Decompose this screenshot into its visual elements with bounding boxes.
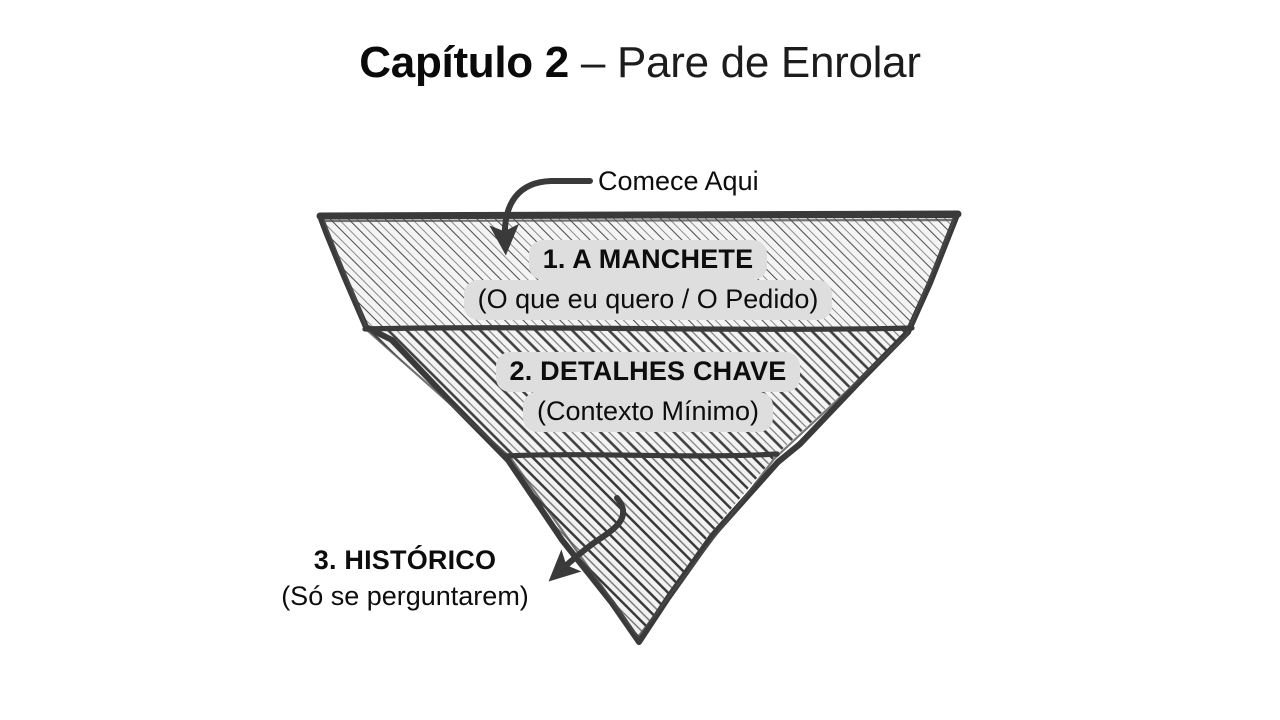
- start-here-label: Comece Aqui: [598, 166, 759, 196]
- page-title-bold: Capítulo 2: [359, 38, 569, 87]
- funnel-segment-2-title: 2. DETALHES CHAVE: [495, 352, 801, 392]
- funnel-divider-2: [502, 451, 780, 459]
- funnel-segment-3-label: 3. HISTÓRICO (Só se perguntarem): [250, 542, 560, 614]
- funnel-outline-sketch-overlay: [322, 218, 956, 639]
- funnel-segment-2-subtitle: (Contexto Mínimo): [522, 392, 774, 432]
- funnel-divider-1: [362, 325, 915, 332]
- funnel-segment-1-label: 1. A MANCHETE (O que eu quero / O Pedido…: [368, 240, 928, 320]
- historico-arrow: [548, 495, 626, 582]
- funnel-segment-2-label: 2. DETALHES CHAVE (Contexto Mínimo): [398, 352, 898, 432]
- funnel-segment-3-subtitle: (Só se perguntarem): [281, 581, 529, 611]
- funnel-segment-1-title: 1. A MANCHETE: [528, 240, 768, 280]
- start-arrow: [489, 178, 593, 256]
- page-title-rest: – Pare de Enrolar: [568, 38, 921, 87]
- funnel-top-edge: [316, 210, 962, 220]
- funnel-segment-3-title: 3. HISTÓRICO: [313, 545, 497, 575]
- funnel-segment-3-shape: [506, 455, 776, 641]
- page-title: Capítulo 2 – Pare de Enrolar: [0, 36, 1280, 90]
- funnel-segment-1-subtitle: (O que eu quero / O Pedido): [463, 280, 833, 320]
